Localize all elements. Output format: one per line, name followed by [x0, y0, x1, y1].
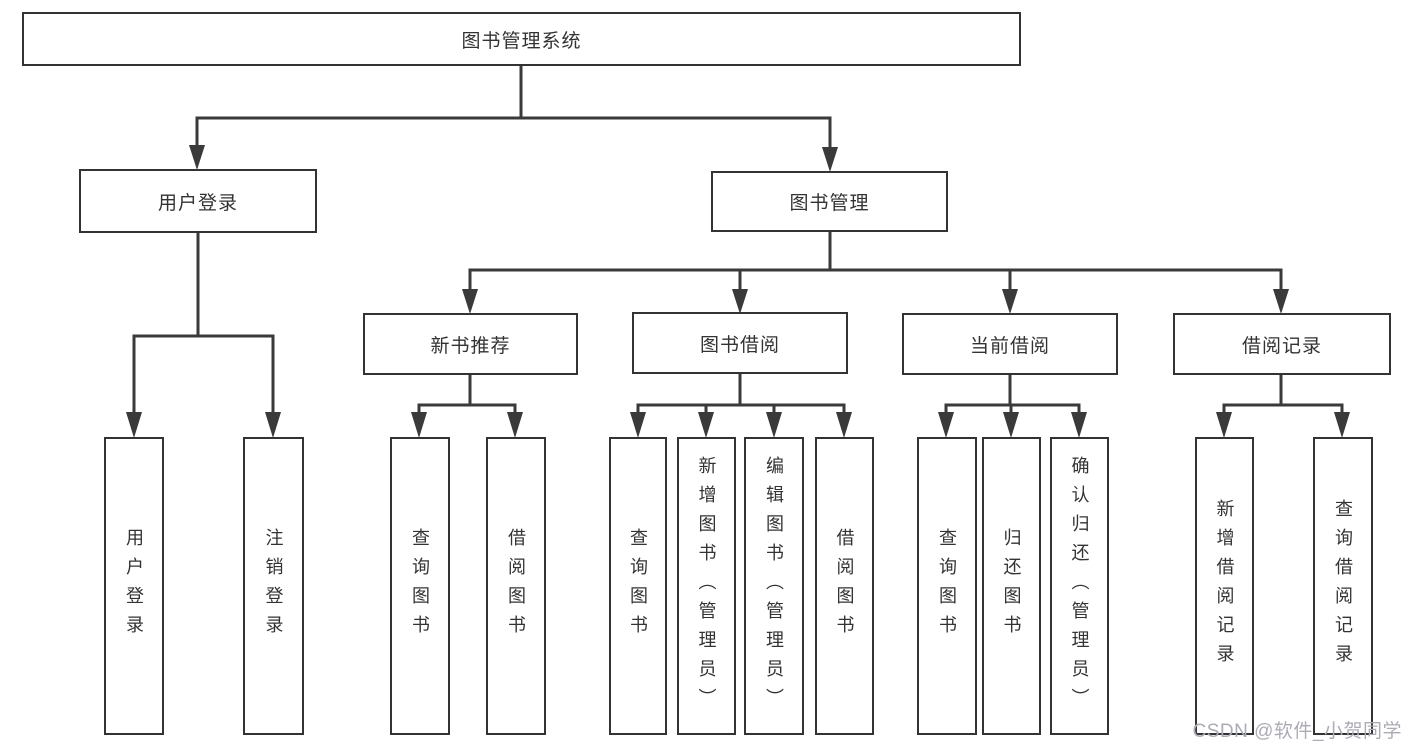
- node-label: 当前借阅: [969, 335, 1050, 357]
- arrow-down-icon: [1273, 289, 1289, 314]
- node-label: 查询图书: [628, 528, 648, 644]
- leaf-edit-books-admin: 编辑图书（管理员）: [744, 437, 804, 735]
- node-label: 借阅图书: [506, 528, 526, 644]
- connector-line: [1222, 403, 1344, 413]
- leaf-user-login: 用户登录: [104, 437, 164, 735]
- connector-line: [417, 403, 517, 413]
- arrow-down-icon: [507, 412, 523, 438]
- node-label: 注销登录: [263, 528, 284, 644]
- node-label: 查询图书: [410, 528, 430, 644]
- node-label: 用户登录: [157, 192, 238, 214]
- node-current-borrowing: 当前借阅: [902, 313, 1118, 375]
- arrow-down-icon: [462, 289, 478, 314]
- arrow-down-icon: [1003, 412, 1019, 438]
- arrow-down-icon: [126, 412, 142, 438]
- arrow-down-icon: [189, 145, 205, 170]
- watermark: CSDN @软件_小贺同学: [1192, 721, 1402, 742]
- leaf-query-borrow-record: 查询借阅记录: [1313, 437, 1373, 735]
- leaf-query-books: 查询图书: [609, 437, 667, 735]
- node-label: 借阅记录: [1241, 335, 1322, 357]
- leaf-add-books-admin: 新增图书（管理员）: [677, 437, 736, 735]
- arrow-down-icon: [1334, 412, 1350, 438]
- node-label: 新增借阅记录: [1214, 499, 1235, 673]
- node-user-login: 用户登录: [79, 169, 317, 233]
- connector-line: [468, 268, 1283, 291]
- node-label: 新书推荐: [430, 335, 511, 357]
- leaf-confirm-return-admin: 确认归还（管理员）: [1050, 437, 1109, 735]
- node-label: 图书管理: [789, 193, 870, 214]
- connector-line: [195, 116, 832, 149]
- node-book-borrowing: 图书借阅: [632, 312, 848, 374]
- leaf-return-books: 归还图书: [982, 437, 1041, 735]
- node-label: 归还图书: [1001, 528, 1022, 644]
- connector-line: [132, 334, 275, 413]
- node-new-book-recommendation: 新书推荐: [363, 313, 578, 375]
- node-label: 编辑图书（管理员）: [764, 455, 784, 717]
- node-label: 新增图书（管理员）: [696, 455, 717, 717]
- arrow-down-icon: [938, 412, 954, 438]
- arrow-down-icon: [411, 412, 427, 438]
- node-label: 确认归还（管理员）: [1069, 455, 1090, 717]
- node-borrowing-records: 借阅记录: [1173, 313, 1391, 375]
- arrow-down-icon: [766, 412, 782, 438]
- leaf-query-books: 查询图书: [917, 437, 977, 735]
- arrow-down-icon: [1071, 412, 1087, 438]
- arrow-down-icon: [822, 147, 838, 172]
- node-book-management: 图书管理: [711, 171, 948, 232]
- arrow-down-icon: [732, 289, 748, 314]
- node-label: 图书管理系统: [461, 30, 582, 52]
- arrow-down-icon: [265, 412, 281, 438]
- arrow-down-icon: [630, 412, 646, 438]
- leaf-logout: 注销登录: [243, 437, 304, 735]
- node-label: 图书借阅: [699, 334, 780, 356]
- leaf-borrow-books: 借阅图书: [815, 437, 874, 735]
- arrow-down-icon: [836, 412, 852, 438]
- node-label: 查询借阅记录: [1333, 499, 1353, 673]
- arrow-down-icon: [1216, 412, 1232, 438]
- node-library-management-system: 图书管理系统: [22, 12, 1021, 66]
- connector-line: [636, 403, 846, 413]
- node-label: 借阅图书: [834, 528, 855, 644]
- arrow-down-icon: [1002, 289, 1018, 314]
- leaf-borrow-books: 借阅图书: [486, 437, 546, 735]
- arrow-down-icon: [698, 412, 714, 438]
- leaf-query-books: 查询图书: [390, 437, 450, 735]
- node-label: 用户登录: [124, 528, 144, 644]
- leaf-add-borrow-record: 新增借阅记录: [1195, 437, 1254, 735]
- connector-line: [944, 403, 1081, 413]
- node-label: 查询图书: [937, 528, 957, 644]
